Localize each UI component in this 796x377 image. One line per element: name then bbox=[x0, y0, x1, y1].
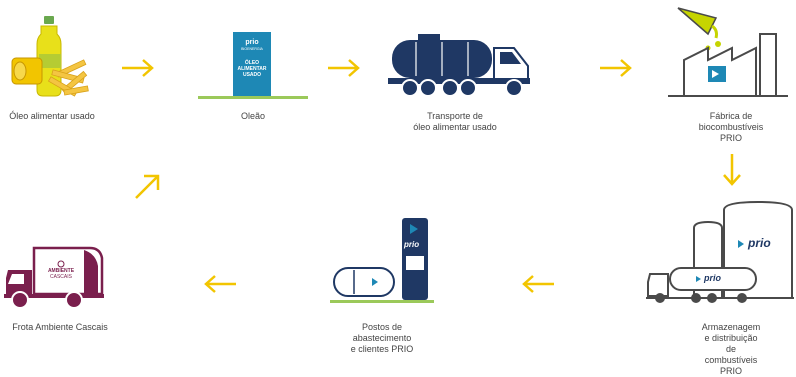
oleao-container-illustration bbox=[198, 32, 308, 100]
prio-logo-truck: prio bbox=[704, 273, 721, 283]
arrow-down-icon bbox=[722, 152, 742, 188]
step-label-oleao: Oleão bbox=[240, 111, 266, 121]
diagram: Óleo alimentar usado prio BIOENERGIA ÓLE… bbox=[4, 4, 794, 376]
ambiente-cascais-logo: AMBIENTE CASCAIS bbox=[47, 268, 75, 280]
tanker-truck-illustration bbox=[388, 30, 538, 102]
prio-logo-pump: prio bbox=[404, 240, 420, 249]
step-label-transporte: Transporte de óleo alimentar usado bbox=[413, 111, 497, 132]
storage-tanks-illustration bbox=[646, 200, 794, 312]
oleao-box-text: prio BIOENERGIA ÓLEO ALIMENTAR USADO bbox=[237, 39, 267, 78]
arrow-left-icon bbox=[202, 274, 238, 294]
arrow-right-icon bbox=[326, 58, 362, 78]
garbage-truck-illustration bbox=[4, 240, 108, 310]
factory-illustration bbox=[668, 4, 788, 100]
step-label-armazenagem: Armazenagem e distribuição de combustíve… bbox=[701, 322, 761, 376]
arrow-right-icon bbox=[120, 58, 156, 78]
arrow-up-right-icon bbox=[132, 172, 162, 202]
arrow-left-icon bbox=[520, 274, 556, 294]
arrow-right-icon bbox=[598, 58, 634, 78]
fuel-station-illustration bbox=[330, 216, 434, 312]
cooking-oil-illustration bbox=[8, 14, 90, 100]
step-label-frota: Frota Ambiente Cascais bbox=[12, 322, 108, 332]
step-label-oleo-alimentar: Óleo alimentar usado bbox=[9, 111, 95, 121]
step-label-fabrica: Fábrica de biocombustíveis PRIO bbox=[698, 111, 764, 143]
prio-logo-tank: prio bbox=[748, 236, 771, 250]
step-label-postos: Postos de abastecimento e clientes PRIO bbox=[350, 322, 414, 354]
